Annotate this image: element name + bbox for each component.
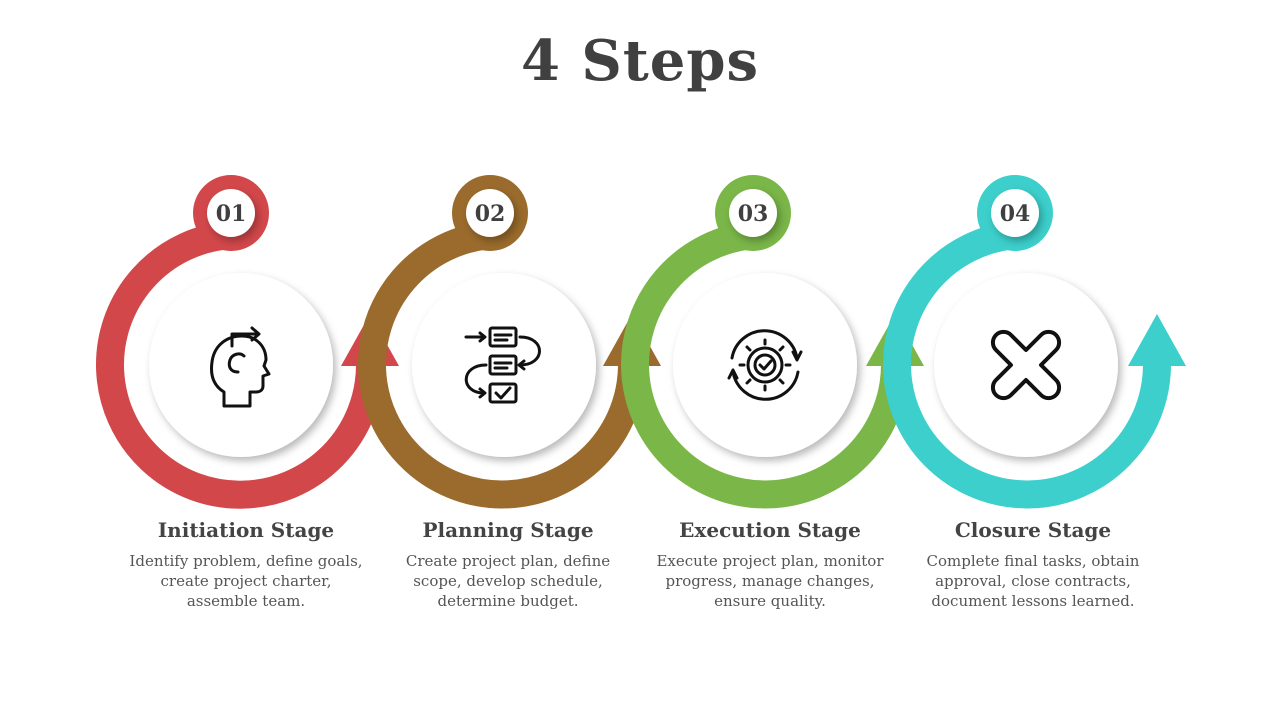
step-2-description-line: scope, develop schedule, xyxy=(413,572,603,590)
close-x-icon xyxy=(990,329,1062,401)
step-1-number: 01 xyxy=(216,201,247,227)
step-3-number-badge: 03 xyxy=(715,175,791,251)
step-4-icon-circle xyxy=(934,273,1118,457)
step-1-description-line: assemble team. xyxy=(186,592,306,610)
slide-title: 4 Steps xyxy=(520,28,760,94)
head-idea-icon xyxy=(210,326,271,408)
step-4-description-line: document lessons learned. xyxy=(931,592,1135,610)
step-1-title: Initiation Stage xyxy=(157,518,335,542)
step-3-description-line: progress, manage changes, xyxy=(665,572,875,590)
step-2-description-line: determine budget. xyxy=(437,592,579,610)
workflow-checklist-icon xyxy=(464,326,541,404)
gear-cycle-check-icon xyxy=(727,329,803,401)
step-3-icon-circle xyxy=(673,273,857,457)
step-3-title: Execution Stage xyxy=(679,518,861,542)
step-4-title: Closure Stage xyxy=(954,518,1112,542)
step-4-description: Complete final tasks, obtain approval, c… xyxy=(903,551,1163,611)
step-4-number-badge: 04 xyxy=(977,175,1053,251)
step-1-description-line: create project charter, xyxy=(160,572,332,590)
step-2-description: Create project plan, define scope, devel… xyxy=(378,551,638,611)
step-3-description-line: Execute project plan, monitor xyxy=(656,552,884,570)
step-3-description: Execute project plan, monitor progress, … xyxy=(640,551,900,611)
step-2-number: 02 xyxy=(475,201,506,227)
step-2-number-badge: 02 xyxy=(452,175,528,251)
step-4-description-line: approval, close contracts, xyxy=(935,572,1131,590)
step-2-description-line: Create project plan, define xyxy=(405,552,611,570)
step-3-description-line: ensure quality. xyxy=(714,592,826,610)
step-1-description-line: Identify problem, define goals, xyxy=(129,552,363,570)
step-4-number: 04 xyxy=(1000,201,1031,227)
step-1-description: Identify problem, define goals, create p… xyxy=(116,551,376,611)
step-2-title: Planning Stage xyxy=(422,518,594,542)
step-4-ring xyxy=(883,221,1186,509)
step-4-description-line: Complete final tasks, obtain xyxy=(926,552,1140,570)
step-3-number: 03 xyxy=(738,201,769,227)
step-1-number-badge: 01 xyxy=(193,175,269,251)
step-1-icon-circle xyxy=(149,273,333,457)
step-2-icon-circle xyxy=(412,273,596,457)
